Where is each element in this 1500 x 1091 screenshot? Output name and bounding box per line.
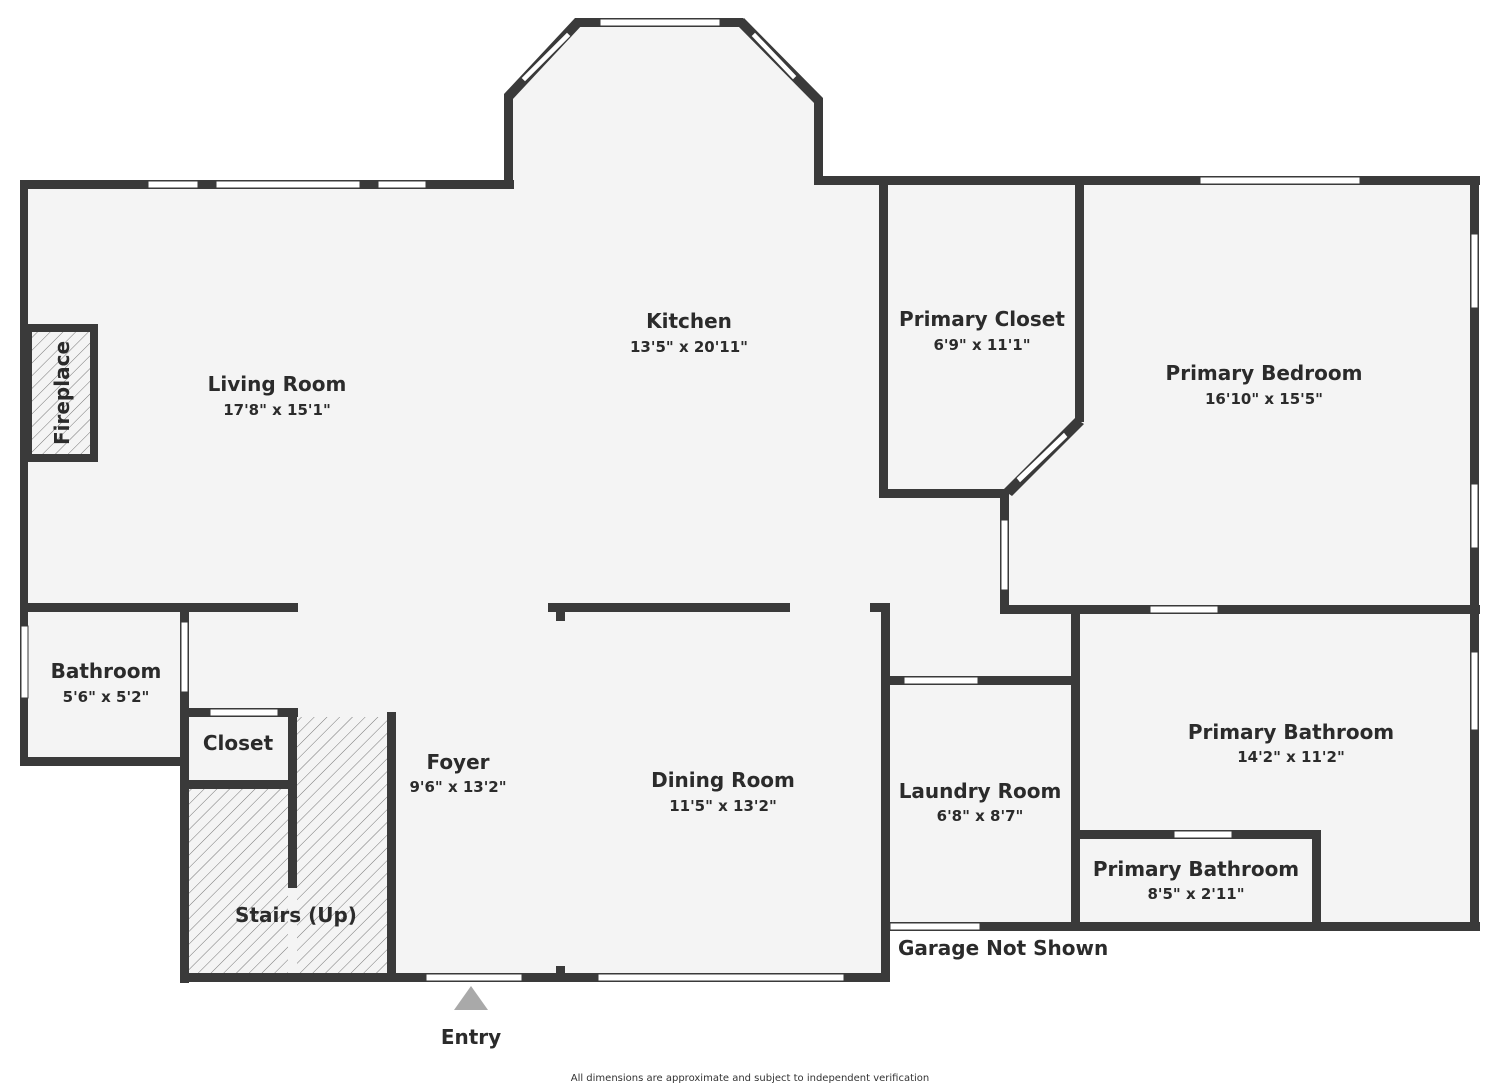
primary-bathroom-2-dims: 8'5" x 2'11" <box>1147 885 1244 903</box>
stairs <box>189 717 387 973</box>
fireplace: Fireplace <box>24 324 98 462</box>
foyer-dims: 9'6" x 13'2" <box>409 778 506 796</box>
dining-room-name: Dining Room <box>651 768 795 792</box>
living-room-dims: 17'8" x 15'1" <box>223 401 331 419</box>
kitchen-name: Kitchen <box>646 309 732 333</box>
laundry-room-name: Laundry Room <box>899 779 1062 803</box>
primary-closet-name: Primary Closet <box>899 307 1065 331</box>
bathroom-name: Bathroom <box>51 659 162 683</box>
windows <box>20 18 1479 982</box>
dining-room-dims: 11'5" x 13'2" <box>669 797 777 815</box>
laundry-room-dims: 6'8" x 8'7" <box>937 807 1024 825</box>
room-labels: Kitchen 13'5" x 20'11" Living Room 17'8"… <box>51 307 1395 927</box>
closet-name: Closet <box>203 731 274 755</box>
primary-bathroom-name: Primary Bathroom <box>1188 720 1394 744</box>
bathroom-dims: 5'6" x 5'2" <box>63 688 150 706</box>
primary-bedroom-dims: 16'10" x 15'5" <box>1205 390 1323 408</box>
primary-bathroom-2-name: Primary Bathroom <box>1093 857 1299 881</box>
kitchen-dims: 13'5" x 20'11" <box>630 338 748 356</box>
disclaimer: All dimensions are approximate and subje… <box>570 1073 930 1084</box>
entry-label: Entry <box>441 1025 501 1049</box>
fireplace-label: Fireplace <box>50 341 74 445</box>
living-room-name: Living Room <box>208 372 347 396</box>
foyer-name: Foyer <box>426 750 489 774</box>
primary-closet-dims: 6'9" x 11'1" <box>933 336 1030 354</box>
stairs-name: Stairs (Up) <box>235 903 357 927</box>
primary-bedroom-name: Primary Bedroom <box>1166 361 1363 385</box>
primary-bathroom-dims: 14'2" x 11'2" <box>1237 748 1345 766</box>
garage-note: Garage Not Shown <box>898 936 1108 960</box>
entry-arrow-icon <box>454 986 488 1010</box>
entry-marker: Entry <box>441 986 501 1049</box>
